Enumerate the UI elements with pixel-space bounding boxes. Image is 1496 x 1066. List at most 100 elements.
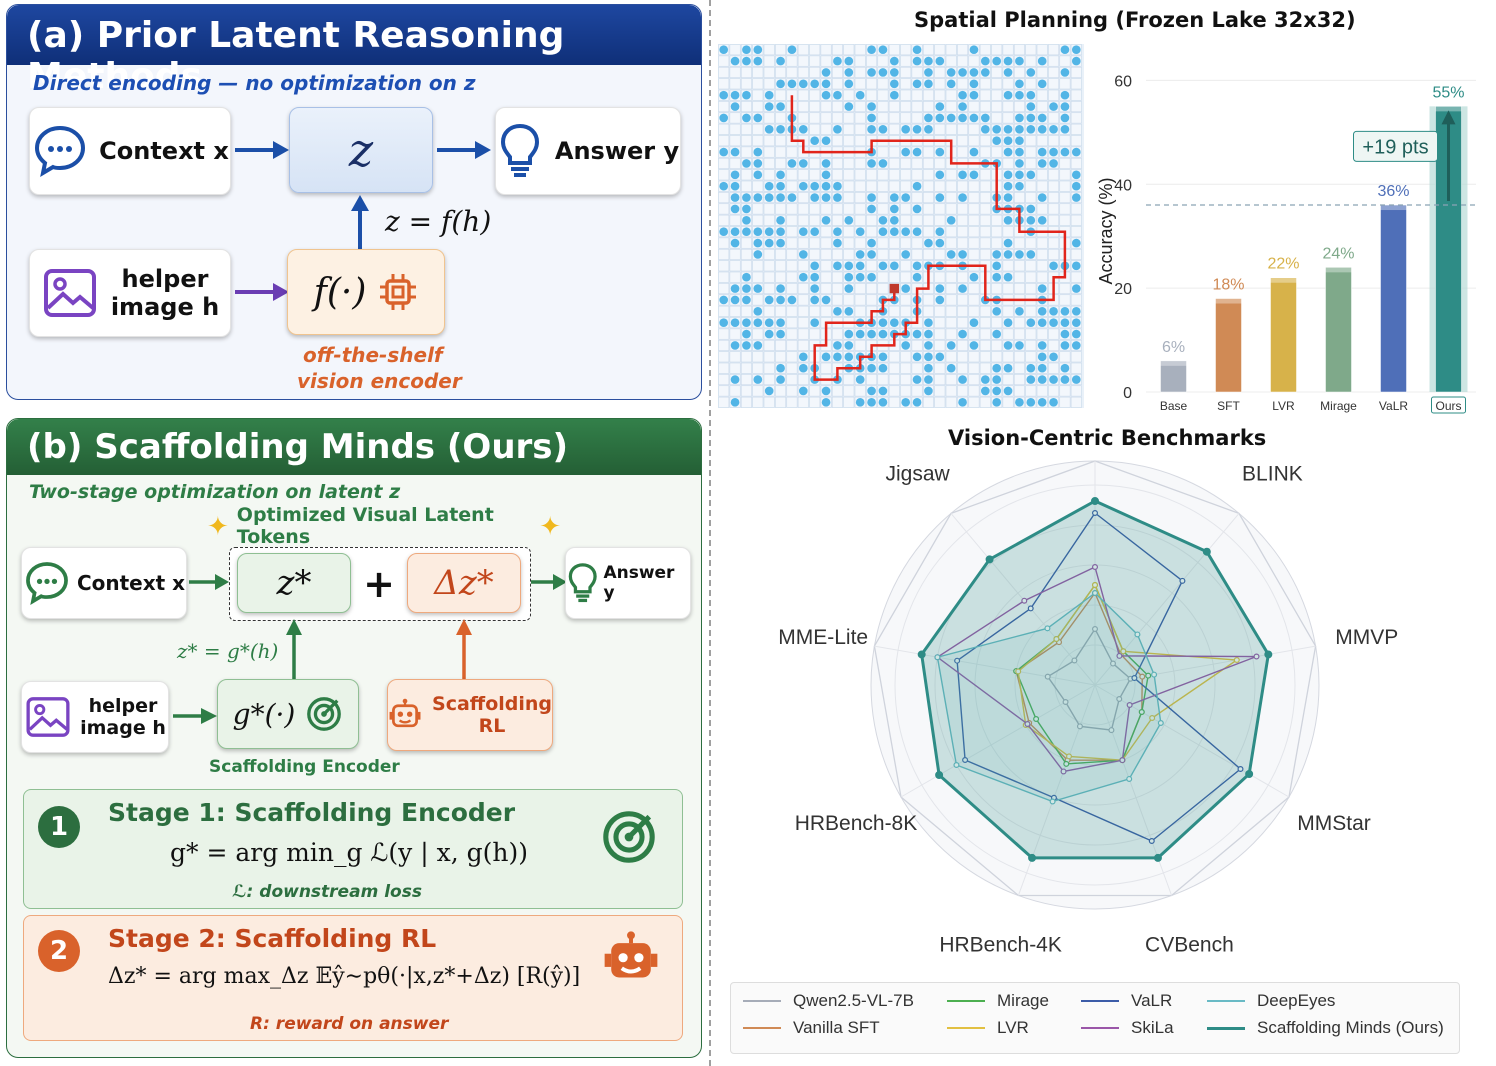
hole-cell [1003,272,1013,282]
hole-cell [821,352,831,362]
sparkle-icon: ✦ [539,510,561,541]
bar [1270,277,1297,393]
radar-point [1126,775,1133,782]
bar-cap [1160,360,1187,366]
plus-sign: + [363,562,395,606]
hole-cell [764,238,774,248]
hole-cell [958,397,967,407]
hole-cell [1060,102,1070,111]
hole-cell [776,363,785,373]
hole-cell [901,193,911,202]
hole-cell [901,124,911,134]
hole-cell [798,79,808,89]
hole-cell [730,284,740,293]
zstar-box: z* [237,553,351,613]
radar-point [1157,720,1164,727]
hole-cell [764,193,774,202]
radar-point [1044,625,1051,632]
hole-cell [821,170,831,180]
legend-label: Vanilla SFT [793,1018,880,1037]
panel-b-subtitle: Two-stage optimization on latent z [29,481,401,503]
hole-cell [753,159,763,168]
hole-cell [855,227,865,237]
hole-cell [787,193,797,202]
hole-cell [1060,113,1070,123]
hole-cell [1037,159,1047,168]
bar-value-label: 18% [1212,277,1244,294]
hole-cell [753,147,763,157]
radar-point [1028,853,1037,862]
hole-cell [810,227,820,237]
hole-cell [1049,375,1058,384]
radar-spoke [874,645,1096,686]
hole-cell [946,215,956,225]
hole-cell [844,284,854,293]
bar-value-label: 55% [1432,84,1464,101]
legend-label: Scaffolding Minds (Ours) [1257,1018,1444,1037]
radar-axis-label: Jigsaw [885,463,950,486]
hole-cell [798,250,808,259]
hole-cell [855,272,865,282]
hole-cell [764,329,774,339]
hole-cell [730,238,740,248]
hole-cell [992,272,1002,282]
hole-cell [719,45,729,55]
hole-cell [787,79,797,89]
tokens-label: Optimized Visual Latent Tokens [236,504,494,548]
hole-cell [1026,124,1036,134]
relation-label: z = f(h) [385,205,492,238]
delta-box: Δz* [407,553,521,613]
legend-label: DeepEyes [1257,991,1336,1010]
hole-cell [1049,306,1058,316]
hole-cell [958,170,967,180]
bar [1380,204,1407,393]
radar-axis-label: MMStar [1297,812,1371,835]
hole-cell [742,284,751,293]
bar-cap [1325,267,1352,273]
hole-cell [1071,147,1081,157]
radar-series [936,566,1257,773]
hole-cell [1026,102,1036,111]
frozen-lake-grid [718,44,1084,408]
hole-cell [776,227,785,237]
radar-point [1179,577,1186,584]
hole-cell [935,284,945,293]
hole-cell [924,363,933,373]
legend-item: DeepEyes [1207,991,1335,1011]
hole-cell [958,193,967,202]
hole-cell [1015,90,1024,100]
helper-label-1: helper [88,695,158,717]
radar-point [1245,770,1254,779]
radar-axis-label: HRBench-8K [795,812,918,835]
y-tick-label: 20 [1114,281,1132,298]
legend-label: LVR [997,1018,1029,1037]
vertical-divider [709,0,711,1066]
target-icon [307,697,342,731]
hole-cell [958,113,967,123]
legend-swatch [1081,1027,1119,1029]
legend-label: SkiLa [1131,1018,1174,1037]
hole-cell [1037,215,1047,225]
hole-cell [776,238,785,248]
radar-axis-label: HRBench-4K [939,933,1062,956]
hole-cell [753,227,763,237]
radar-point [1116,652,1123,659]
radar-series [1046,627,1132,731]
hole-cell [719,147,729,157]
hole-cell [901,341,911,350]
hole-cell [1015,124,1024,134]
radar-point [1033,716,1040,723]
hole-cell [1015,341,1024,350]
hole-cell [1003,238,1013,248]
hole-cell [753,113,763,123]
improvement-arrow-head [1441,110,1456,125]
hole-cell [901,250,911,259]
hole-cell [912,375,922,384]
hole-cell [924,68,933,77]
hole-cell [798,181,808,191]
hole-cell [833,238,842,248]
hole-cell [924,386,933,396]
radar-series [1015,591,1143,761]
hole-cell [935,113,945,123]
